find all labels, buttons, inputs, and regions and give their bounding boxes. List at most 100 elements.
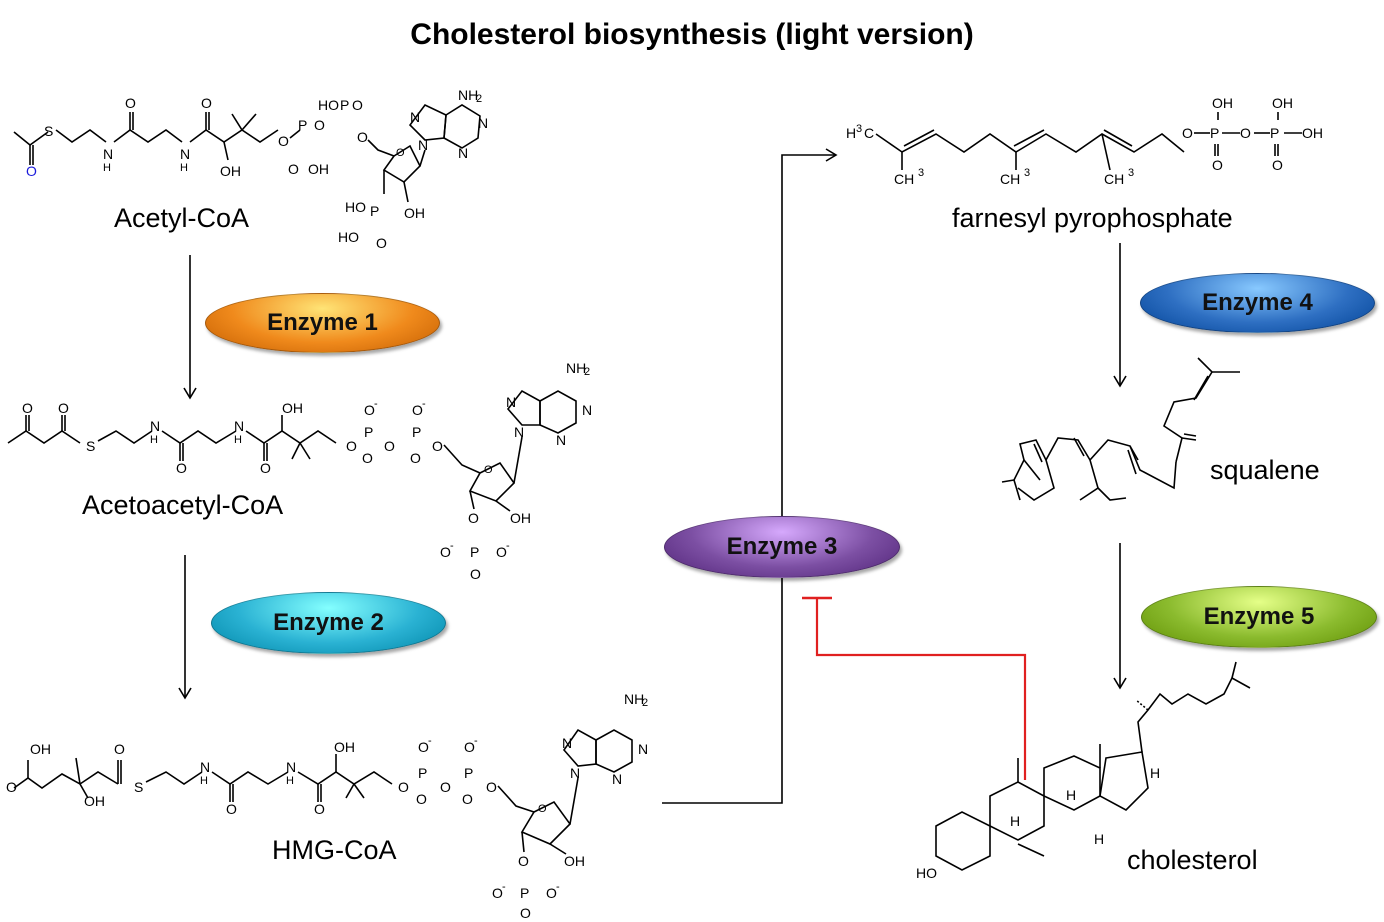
svg-text:NH: NH	[458, 87, 478, 103]
svg-text:N: N	[582, 402, 592, 418]
svg-text:NH: NH	[624, 691, 644, 707]
svg-text:P: P	[364, 424, 373, 440]
svg-text:H: H	[1150, 765, 1160, 781]
svg-text:O: O	[546, 885, 557, 901]
svg-text:O: O	[440, 779, 451, 795]
svg-text:O: O	[520, 905, 531, 921]
svg-text:H: H	[1010, 813, 1020, 829]
svg-text:-: -	[450, 540, 454, 552]
svg-text:O: O	[362, 450, 373, 466]
svg-text:HO: HO	[345, 199, 366, 215]
svg-text:OH: OH	[1272, 95, 1293, 111]
svg-text:OH: OH	[220, 163, 241, 179]
svg-text:CH: CH	[1104, 171, 1124, 187]
svg-text:P: P	[520, 885, 529, 901]
svg-text:O: O	[6, 779, 17, 795]
svg-text:O: O	[412, 402, 423, 418]
svg-text:N: N	[103, 146, 113, 162]
svg-text:-: -	[506, 540, 510, 552]
enzyme-4-ellipse: Enzyme 4	[1140, 273, 1375, 333]
svg-text:H: H	[150, 434, 158, 446]
svg-text:CH: CH	[894, 171, 914, 187]
svg-text:O: O	[288, 161, 299, 177]
svg-text:O: O	[440, 544, 451, 560]
enzyme-1-ellipse: Enzyme 1	[205, 293, 440, 353]
svg-text:N: N	[478, 115, 488, 131]
svg-text:OH: OH	[510, 510, 531, 526]
svg-text:P: P	[464, 765, 473, 781]
svg-text:HO: HO	[318, 97, 339, 113]
svg-text:-: -	[422, 398, 426, 410]
svg-text:-: -	[556, 881, 560, 893]
svg-text:O: O	[484, 464, 493, 476]
svg-text:3: 3	[1024, 167, 1030, 179]
cholesterol-label: cholesterol	[1127, 845, 1258, 875]
farnesyl-pyrophosphate-structure: H 3 C CH 3 CH 3 CH 3 O P OH O O P OH O O…	[846, 95, 1323, 187]
svg-text:O: O	[176, 460, 187, 476]
svg-text:H: H	[234, 434, 242, 446]
svg-text:N: N	[556, 432, 566, 448]
svg-text:O: O	[538, 803, 547, 815]
enzyme-2-ellipse: Enzyme 2	[211, 592, 446, 654]
svg-text:-: -	[502, 881, 506, 893]
svg-text:O: O	[470, 566, 481, 582]
svg-text:P: P	[298, 117, 307, 133]
svg-text:O: O	[357, 129, 368, 145]
svg-text:3: 3	[918, 167, 924, 179]
svg-text:O: O	[468, 510, 479, 526]
svg-text:N: N	[612, 771, 622, 787]
svg-text:N: N	[418, 137, 428, 153]
enzyme-5-label: Enzyme 5	[1203, 603, 1315, 630]
svg-text:S: S	[86, 438, 95, 454]
svg-text:H: H	[103, 162, 111, 174]
svg-text:N: N	[638, 741, 648, 757]
svg-text:O: O	[496, 544, 507, 560]
enzyme-2-label: Enzyme 2	[273, 609, 384, 636]
squalene-label: squalene	[1210, 455, 1320, 485]
svg-text:OH: OH	[334, 739, 355, 755]
svg-text:N: N	[514, 424, 524, 440]
svg-text:O: O	[226, 801, 237, 817]
svg-text:CH: CH	[1000, 171, 1020, 187]
cholesterol-structure: H H H H HO	[916, 661, 1251, 881]
svg-text:P: P	[370, 203, 379, 219]
svg-text:HO: HO	[338, 229, 359, 245]
svg-text:H: H	[1066, 787, 1076, 803]
squalene-structure	[1001, 357, 1240, 501]
svg-text:H: H	[846, 125, 856, 141]
svg-text:O: O	[462, 791, 473, 807]
svg-text:O: O	[398, 779, 409, 795]
svg-text:N: N	[200, 759, 210, 775]
svg-text:OH: OH	[404, 205, 425, 221]
svg-text:O: O	[492, 885, 503, 901]
svg-text:C: C	[864, 125, 874, 141]
svg-text:N: N	[562, 735, 572, 751]
svg-text:O: O	[1240, 125, 1251, 141]
hmg-coa-label: HMG-CoA	[272, 835, 397, 865]
enzyme-3-ellipse: Enzyme 3	[664, 516, 900, 578]
svg-text:P: P	[470, 544, 479, 560]
diagram-title: Cholesterol biosynthesis (light version)	[410, 18, 974, 51]
svg-text:O: O	[410, 450, 421, 466]
svg-text:N: N	[150, 418, 160, 434]
svg-text:O: O	[1212, 157, 1223, 173]
svg-text:P: P	[412, 424, 421, 440]
svg-text:O: O	[125, 95, 136, 111]
svg-text:2: 2	[584, 366, 590, 378]
svg-text:O: O	[1272, 157, 1283, 173]
svg-text:O: O	[384, 438, 395, 454]
svg-text:O: O	[432, 438, 443, 454]
svg-text:S: S	[134, 779, 143, 795]
svg-text:O: O	[278, 133, 289, 149]
inhibition-line	[815, 598, 1027, 780]
svg-text:P: P	[1270, 125, 1279, 141]
svg-text:O: O	[314, 117, 325, 133]
svg-text:O: O	[58, 400, 69, 416]
svg-text:N: N	[506, 394, 516, 410]
svg-text:-: -	[374, 398, 378, 410]
farnesyl-pyrophosphate-label: farnesyl pyrophosphate	[952, 203, 1233, 233]
svg-text:2: 2	[642, 697, 648, 709]
svg-text:OH: OH	[1302, 125, 1323, 141]
svg-text:OH: OH	[308, 161, 329, 177]
